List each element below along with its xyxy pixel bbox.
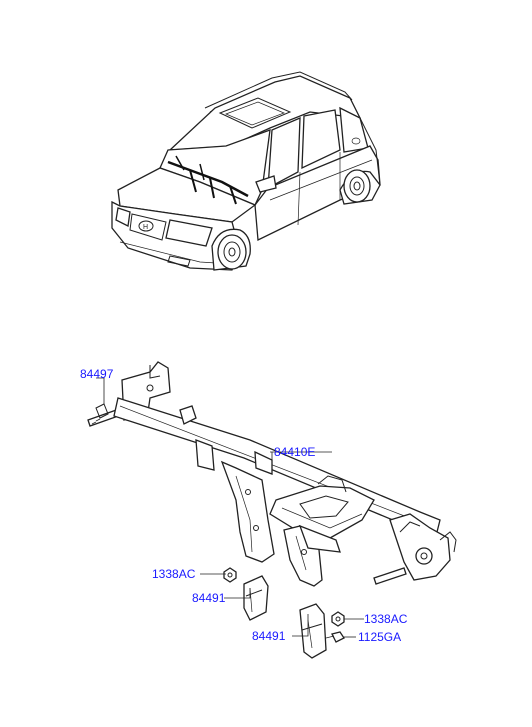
front-wheel <box>211 228 251 271</box>
part-label-1338AC-right[interactable]: 1338AC <box>364 612 408 626</box>
part-label-84410E[interactable]: 84410E <box>274 445 315 459</box>
part-label-1338AC-left[interactable]: 1338AC <box>152 567 196 581</box>
svg-text:H: H <box>143 224 148 231</box>
bracket-84491-left <box>243 575 269 621</box>
car-illustration: H <box>111 71 381 271</box>
bolt-1125GA <box>325 631 345 643</box>
part-label-84491-left[interactable]: 84491 <box>192 591 226 605</box>
leader-lines <box>96 377 364 638</box>
nut-1338AC-left <box>223 567 237 583</box>
part-label-1125GA[interactable]: 1125GA <box>358 630 401 644</box>
part-labels: 84497 84410E 1338AC 84491 1338AC 84491 1… <box>80 367 408 644</box>
bracket-84491-right <box>299 603 327 659</box>
rear-wheel <box>339 169 381 205</box>
nut-1338AC-right <box>331 611 345 627</box>
crossmember-assembly <box>87 361 457 659</box>
part-label-84491-right[interactable]: 84491 <box>252 629 286 643</box>
part-label-84497[interactable]: 84497 <box>80 367 114 381</box>
